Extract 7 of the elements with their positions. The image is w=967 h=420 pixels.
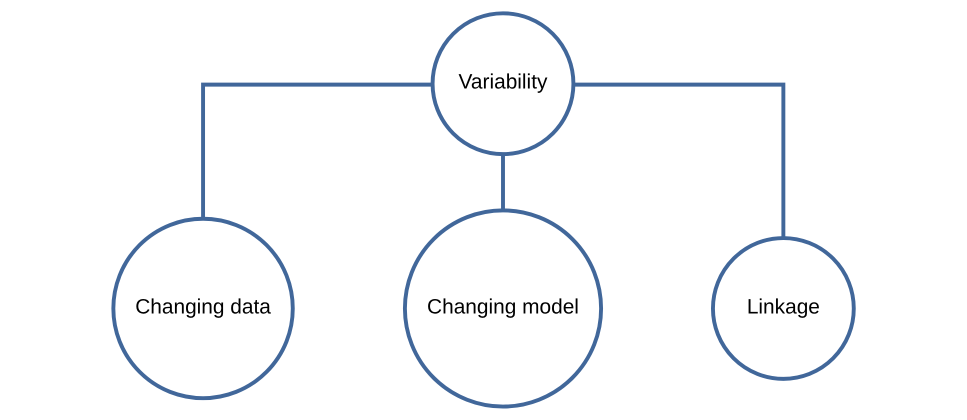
connector (574, 82, 786, 238)
connector (201, 82, 432, 218)
connector (501, 154, 505, 210)
node-circle: Changing data (111, 216, 295, 400)
node-circle: Changing model (402, 208, 604, 408)
node-circle: Variability (430, 11, 576, 156)
node-circle: Linkage (711, 236, 856, 381)
